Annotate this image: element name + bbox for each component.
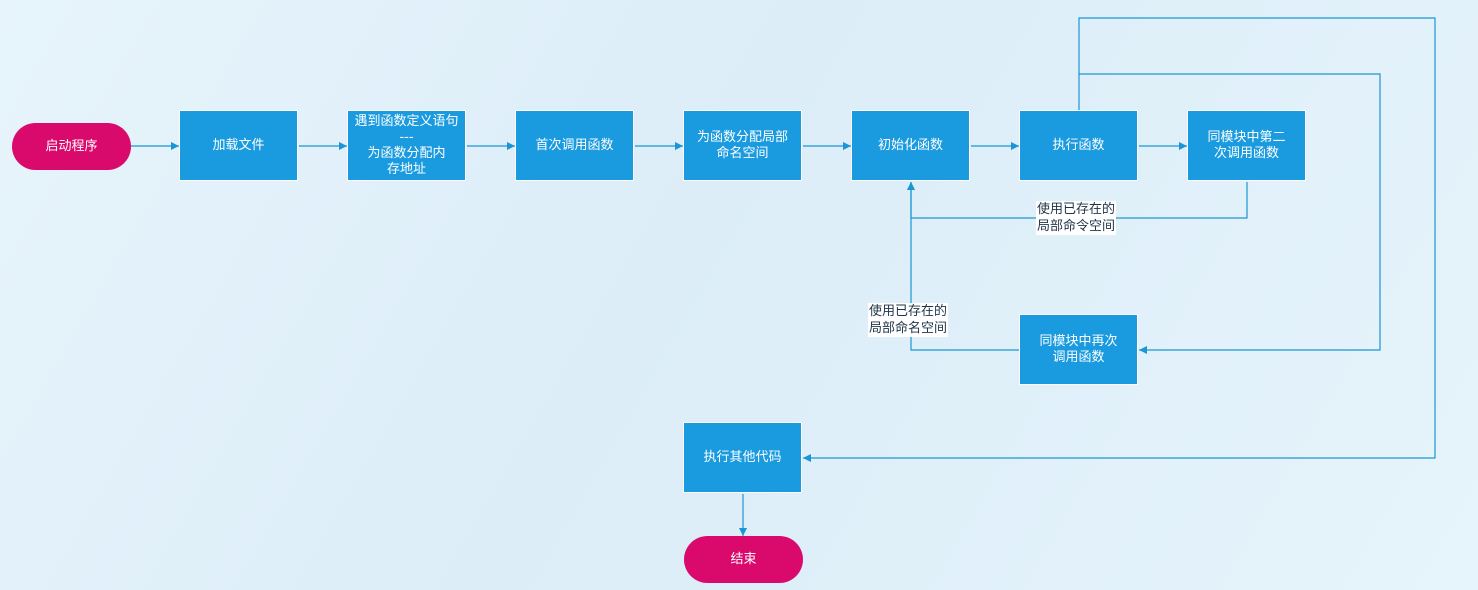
first-call-node: 首次调用函数 — [515, 110, 634, 181]
end-node: 结束 — [684, 536, 803, 583]
second-call-node: 同模块中第二 次调用函数 — [1187, 110, 1306, 181]
run-other-node: 执行其他代码 — [683, 422, 802, 493]
edge-execute-function-to-call-again — [1078, 73, 1381, 354]
execute-function-node: 执行函数 — [1019, 110, 1138, 181]
alloc-namespace-node: 为函数分配局部 命名空间 — [683, 110, 802, 181]
edge-execute-function-to-run-other — [803, 17, 1436, 462]
edge-call-again-to-init-function — [907, 182, 1019, 351]
init-function-node: 初始化函数 — [851, 110, 970, 181]
reuse-namespace-upper-label: 使用已存在的 局部命令空间 — [1036, 201, 1117, 235]
start-node: 启动程序 — [12, 123, 131, 170]
reuse-namespace-lower-label: 使用已存在的 局部命名空间 — [868, 303, 949, 337]
load-file-node: 加载文件 — [179, 110, 298, 181]
define-function-node: 遇到函数定义语句 --- 为函数分配内 存地址 — [347, 110, 466, 181]
call-again-node: 同模块中再次 调用函数 — [1019, 314, 1138, 385]
